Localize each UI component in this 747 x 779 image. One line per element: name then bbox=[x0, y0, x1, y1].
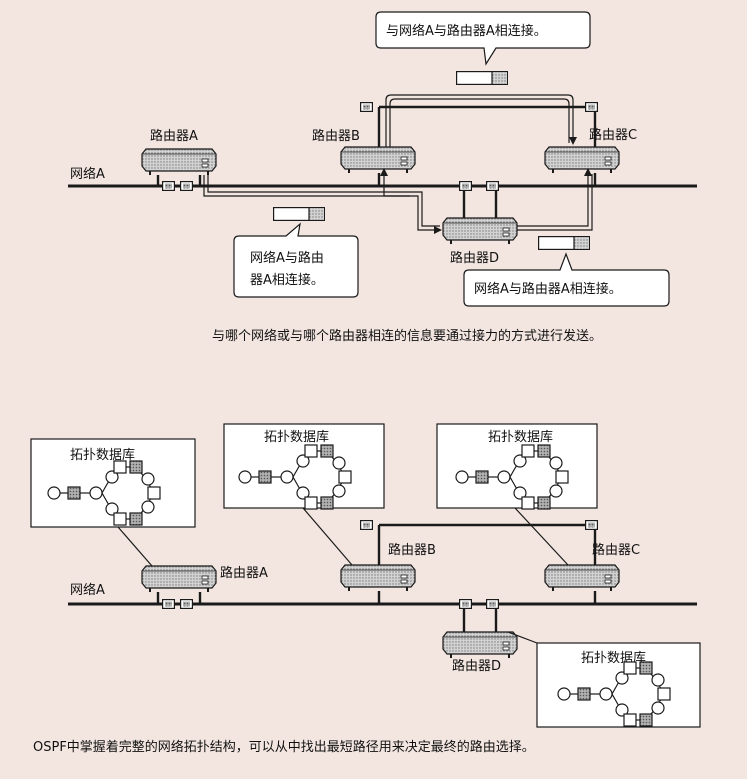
packet-top bbox=[456, 70, 508, 86]
callout-top: 与网络A与路由器A相连接。 bbox=[375, 11, 591, 66]
connector-d bbox=[507, 631, 538, 644]
caption-ospf: OSPF中掌握着完整的网络拓扑结构，可以从中找出最短路径用来决定最终的路由选择。 bbox=[33, 739, 535, 755]
router-a-label: 路由器A bbox=[150, 128, 198, 144]
router-b-bottom: 路由器B bbox=[340, 519, 595, 604]
callout-right-text: 网络A与路由器A相连接。 bbox=[474, 281, 622, 297]
network-a-label-bottom: 网络A bbox=[70, 582, 105, 598]
topology-db-d: 拓扑数据库 bbox=[536, 642, 701, 728]
router-b: 路由器B bbox=[312, 101, 595, 186]
router-d-bottom-label: 路由器D bbox=[452, 658, 501, 674]
router-c-bottom-label: 路由器C bbox=[592, 542, 640, 558]
router-b-label: 路由器B bbox=[312, 128, 360, 144]
network-a-label: 网络A bbox=[70, 166, 105, 182]
top-diagram: 网络A 路由器A 路由器B 路由器C bbox=[68, 11, 697, 344]
router-c-bottom: 路由器C bbox=[544, 519, 640, 604]
topology-db-b: 拓扑数据库 bbox=[223, 423, 385, 510]
router-c-label: 路由器C bbox=[589, 127, 637, 143]
router-d: 路由器D bbox=[442, 181, 518, 266]
connector-b bbox=[302, 507, 353, 566]
callout-right: 网络A与路由器A相连接。 bbox=[463, 252, 670, 307]
topology-db-c: 拓扑数据库 bbox=[436, 423, 598, 510]
caption-relay: 与哪个网络或与哪个路由器相连的信息要通过接力的方式进行发送。 bbox=[212, 328, 602, 344]
connector-a bbox=[117, 526, 153, 567]
packet-right bbox=[537, 236, 591, 250]
callout-left-line1: 网络A与路由 bbox=[250, 250, 324, 266]
router-b-bottom-label: 路由器B bbox=[388, 542, 436, 558]
connector-c bbox=[514, 507, 569, 566]
topology-db-a-title: 拓扑数据库 bbox=[70, 447, 135, 463]
relay-path-b-to-c bbox=[385, 94, 577, 147]
callout-left: 网络A与路由 器A相连接。 bbox=[233, 222, 359, 298]
relay-path-d-to-b bbox=[380, 168, 410, 197]
topology-db-c-title: 拓扑数据库 bbox=[488, 429, 553, 445]
relay-path-a-to-d bbox=[203, 175, 442, 234]
topology-db-b-title: 拓扑数据库 bbox=[264, 429, 329, 445]
router-a: 路由器A bbox=[141, 128, 217, 191]
callout-left-line2: 器A相连接。 bbox=[250, 272, 324, 288]
packet-left bbox=[273, 207, 325, 221]
callout-top-text: 与网络A与路由器A相连接。 bbox=[386, 23, 547, 39]
bottom-diagram: 网络A 路由器A 路由器B 路由器C bbox=[30, 423, 701, 755]
topology-db-a: 拓扑数据库 bbox=[30, 438, 196, 528]
router-a-bottom-label: 路由器A bbox=[220, 565, 268, 581]
relay-path-d-to-c bbox=[517, 168, 593, 231]
router-a-bottom: 路由器A bbox=[141, 565, 268, 610]
router-d-bottom: 路由器D bbox=[442, 598, 518, 674]
router-c: 路由器C bbox=[544, 101, 637, 186]
router-d-label: 路由器D bbox=[450, 250, 499, 266]
